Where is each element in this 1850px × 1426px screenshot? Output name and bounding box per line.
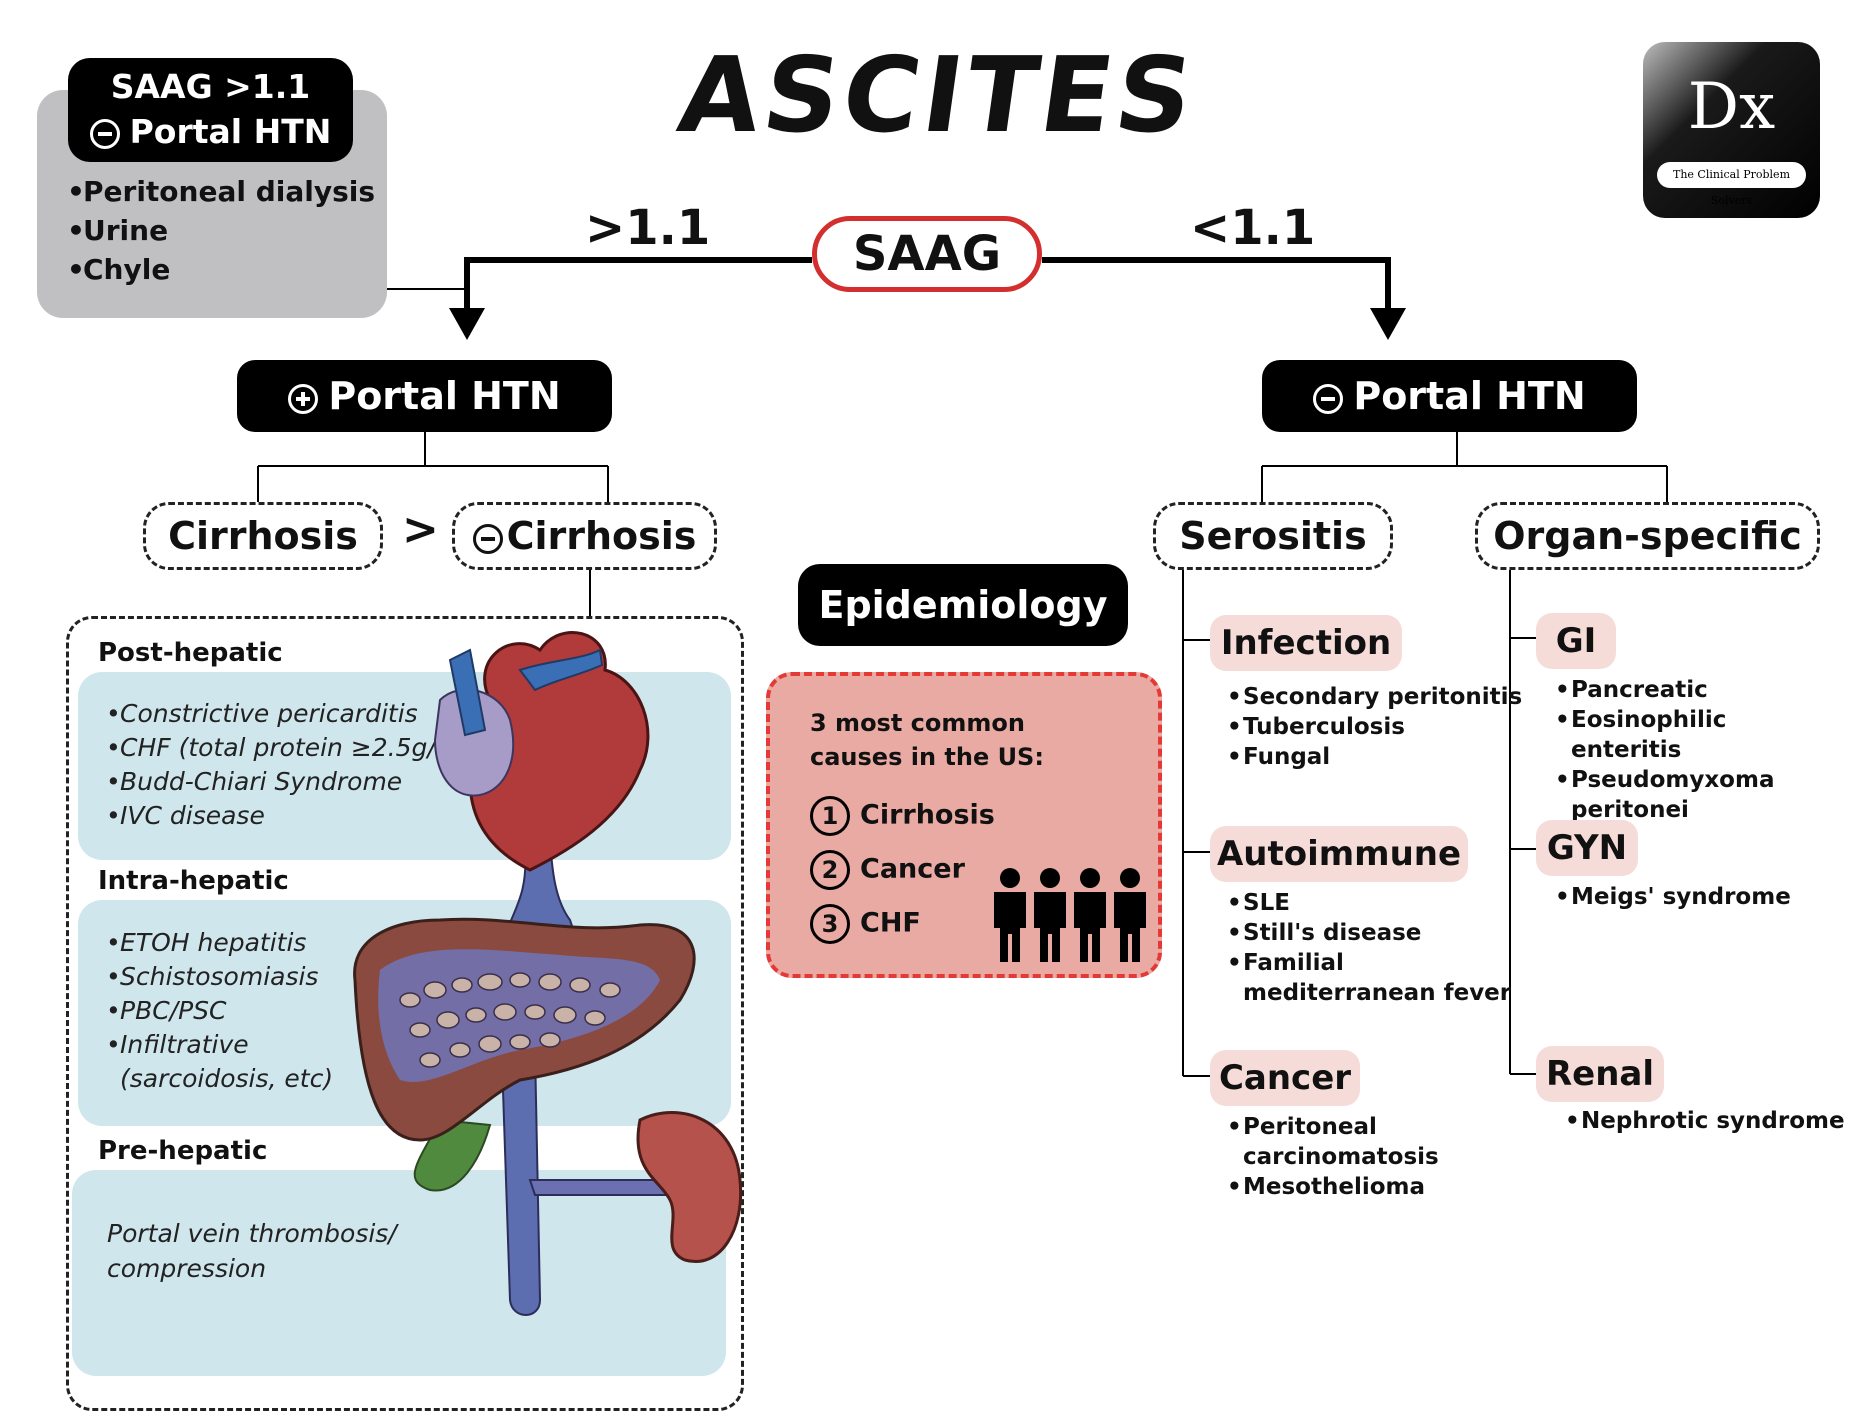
list-item: Budd-Chiari Syndrome [106, 765, 475, 799]
logo-text: Dx [1687, 70, 1776, 144]
gi-list: Pancreatic Eosinophilic enteritis Pseudo… [1555, 675, 1835, 825]
list-item: Eosinophilic enteritis [1555, 705, 1835, 765]
list-item: Peritoneal carcinomatosis [1227, 1112, 1439, 1172]
pulmonary-artery-shape [518, 648, 604, 692]
greater-than-sign: > [402, 504, 439, 555]
renal-label: Renal [1536, 1046, 1664, 1102]
saag-node: SAAG [812, 216, 1042, 292]
people-icon [994, 868, 1146, 962]
list-item: Schistosomiasis [106, 960, 336, 994]
list-item: CHF (total protein ≥2.5g/dL) [106, 731, 475, 765]
organ-specific-node: Organ-specific [1475, 502, 1820, 570]
portal-htn-positive-header: Portal HTN [237, 360, 612, 432]
list-item: ETOH hepatitis [106, 926, 336, 960]
heart-liver-kidney-illustration [353, 631, 743, 1316]
pre-hepatic-panel [72, 1170, 726, 1376]
autoimmune-list: SLE Still's disease Familial mediterrane… [1227, 888, 1517, 1008]
post-hepatic-list: Constrictive pericarditis CHF (total pro… [106, 697, 475, 833]
list-item: Constrictive pericarditis [106, 697, 475, 731]
intra-hepatic-title: Intra-hepatic [98, 866, 289, 896]
gyn-list: Meigs' syndrome [1555, 882, 1791, 912]
list-item: Familial mediterranean fever [1227, 948, 1517, 1008]
saag-high-no-htn-header: SAAG >1.1 Portal HTN [68, 58, 353, 162]
infection-list: Secondary peritonitis Tuberculosis Funga… [1227, 682, 1522, 772]
minus-icon [472, 523, 503, 554]
list-item: Urine [67, 211, 375, 250]
list-item: Fungal [1227, 742, 1522, 772]
list-item: Nephrotic syndrome [1565, 1106, 1845, 1136]
branch-label-high: >1.1 [585, 200, 711, 256]
list-item: IVC disease [106, 799, 475, 833]
cirrhosis-node: Cirrhosis [143, 502, 383, 570]
branch-label-low: <1.1 [1190, 200, 1316, 256]
header-line1: SAAG >1.1 [110, 67, 311, 106]
non-portal-htn-list: Peritoneal dialysis Urine Chyle [67, 172, 375, 289]
non-cirrhotic-causes-box [66, 616, 744, 1411]
list-item: Chyle [67, 250, 375, 289]
list-item: SLE [1227, 888, 1517, 918]
plus-icon [288, 383, 319, 414]
dx-logo: Dx The Clinical Problem Solvers [1643, 42, 1820, 218]
epidemiology-intro: 3 most common causes in the US: [810, 709, 1044, 771]
serositis-node: Serositis [1153, 502, 1393, 570]
minus-icon [89, 118, 120, 149]
vena-cava-shape [448, 648, 487, 737]
pre-hepatic-title: Pre-hepatic [98, 1136, 268, 1166]
number-2-icon: 2 [810, 850, 850, 890]
pre-hepatic-text: Portal vein thrombosis/ compression [107, 1219, 397, 1283]
number-3-icon: 3 [810, 904, 850, 944]
minus-icon [1313, 383, 1344, 414]
logo-tagline: The Clinical Problem Solvers [1657, 162, 1806, 207]
liver-lobules [399, 972, 621, 1068]
cancer-label: Cancer [1210, 1050, 1360, 1106]
gyn-label: GYN [1536, 820, 1638, 876]
list-item: Meigs' syndrome [1555, 882, 1791, 912]
kidney-shape [636, 1111, 743, 1263]
post-hepatic-title: Post-hepatic [98, 638, 283, 668]
non-cirrhosis-node: Cirrhosis [452, 502, 717, 570]
list-item: Pancreatic [1555, 675, 1835, 705]
autoimmune-label: Autoimmune [1210, 826, 1468, 882]
list-item: Secondary peritonitis [1227, 682, 1522, 712]
portal-htn-negative-header: Portal HTN [1262, 360, 1637, 432]
header-line2: Portal HTN [68, 109, 353, 154]
number-1-icon: 1 [810, 796, 850, 836]
arrowhead-left [449, 308, 485, 340]
infection-label: Infection [1210, 615, 1402, 671]
epidemiology-header: Epidemiology [798, 564, 1128, 646]
arrowhead-right [1370, 308, 1406, 340]
list-item: Pseudomyxoma peritonei [1555, 765, 1835, 825]
renal-list: Nephrotic syndrome [1565, 1106, 1845, 1136]
list-item: PBC/PSC [106, 994, 336, 1028]
intra-hepatic-list: ETOH hepatitis Schistosomiasis PBC/PSC I… [106, 926, 336, 1096]
list-item: Tuberculosis [1227, 712, 1522, 742]
list-item: Peritoneal dialysis [67, 172, 375, 211]
list-item: Mesothelioma [1227, 1172, 1427, 1202]
gi-label: GI [1536, 613, 1616, 669]
cancer-list: Peritoneal carcinomatosis Mesothelioma [1227, 1112, 1439, 1202]
list-item: Still's disease [1227, 918, 1517, 948]
list-item: Infiltrative (sarcoidosis, etc) [106, 1028, 336, 1096]
